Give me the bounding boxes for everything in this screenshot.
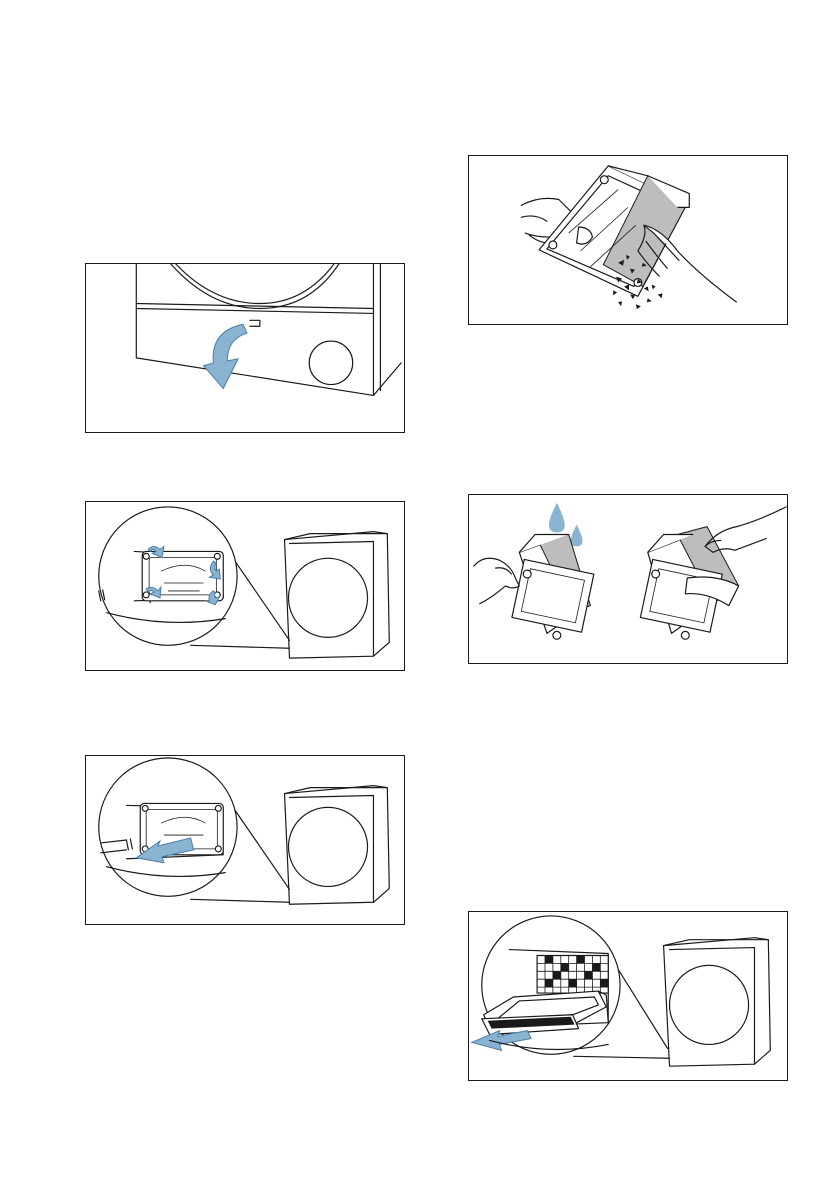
heat-exchanger-cover-illustration: [86, 502, 404, 670]
fluff-filter-removal-illustration: [469, 912, 787, 1080]
figure-turn-locking-levers: [85, 501, 405, 671]
figure-pull-out-heat-exchanger: [85, 755, 405, 925]
figure-rinse-and-wipe: [468, 494, 788, 664]
fluff-removal-illustration: [469, 156, 787, 324]
figure-tap-out-fluff: [468, 155, 788, 325]
figure-open-service-flap: [85, 263, 405, 433]
heat-exchanger-removal-illustration: [86, 756, 404, 924]
arrow-down-icon: [203, 324, 246, 388]
rinse-and-wipe-illustration: [469, 495, 787, 663]
figure-remove-fluff-filter: [468, 911, 788, 1081]
dryer-base-illustration: [86, 264, 404, 432]
